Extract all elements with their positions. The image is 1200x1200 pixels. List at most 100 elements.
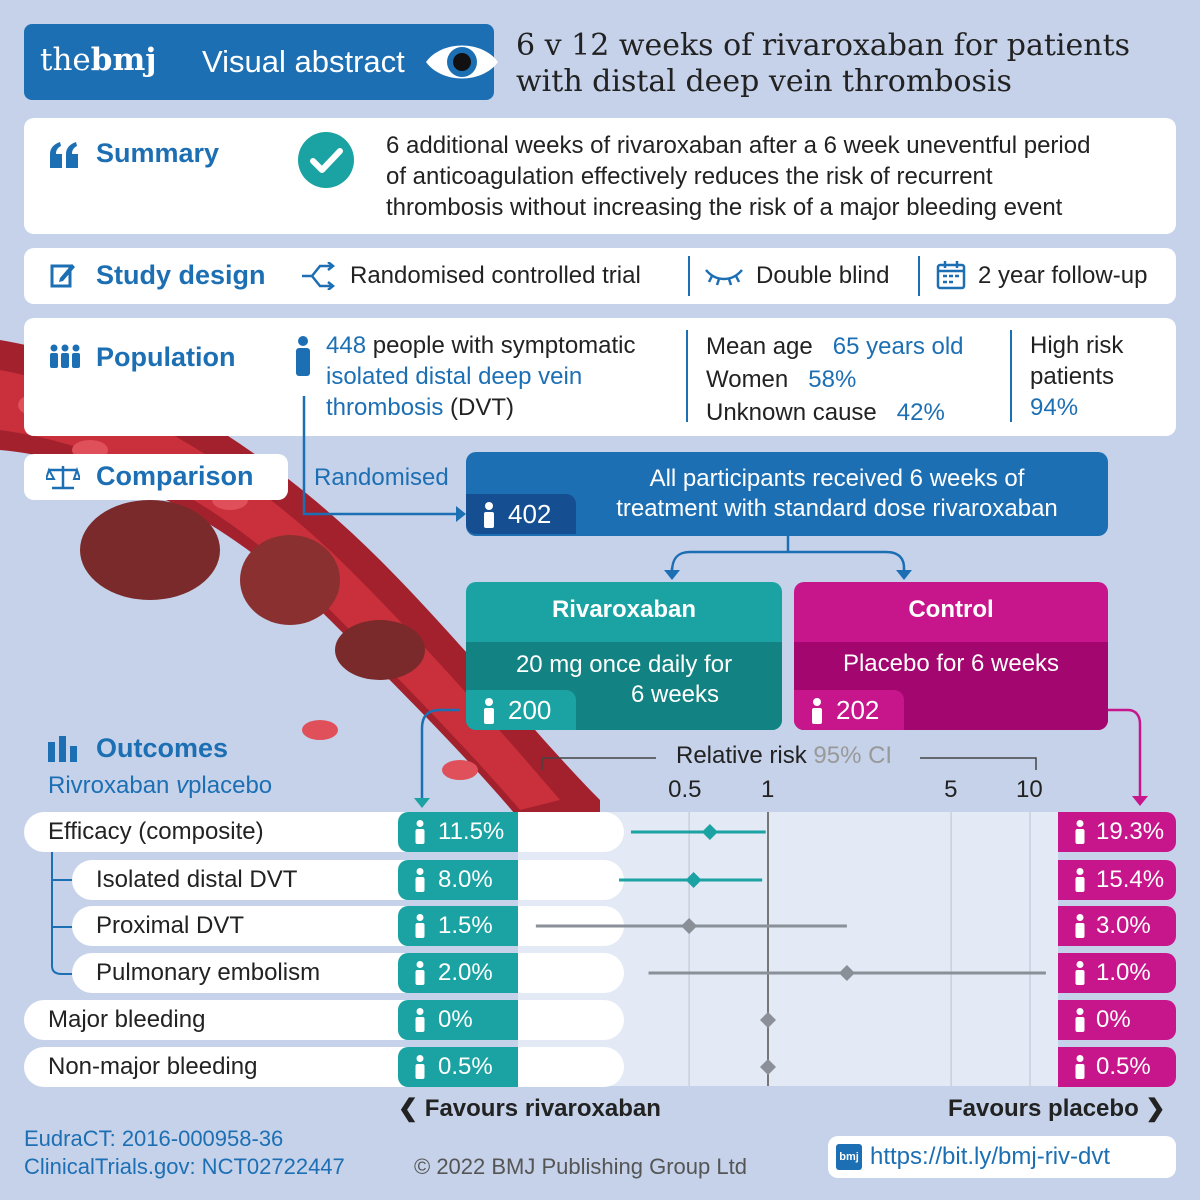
favours-placebo: Favours placebo ❯ [948, 1095, 1166, 1122]
rivaroxaban-rate: 2.0% [398, 953, 518, 993]
chevron-right-icon: ❯ [1145, 1095, 1166, 1122]
check-circle-icon [298, 132, 354, 188]
summary-label: Summary [96, 138, 220, 168]
rivaroxaban-rate: 11.5% [398, 812, 518, 852]
copyright: © 2022 BMJ Publishing Group Ltd [414, 1154, 747, 1179]
efficacy-subgroup-bracket [51, 852, 72, 975]
outcomes-label: Outcomes [96, 733, 229, 763]
person-icon [415, 868, 425, 892]
point-estimate-marker [760, 1012, 776, 1028]
point-estimate-marker [681, 918, 698, 934]
summary-card: Summary 6 additional weeks of rivaroxaba… [24, 118, 1176, 234]
outcome-row [24, 1000, 624, 1040]
person-icon [484, 698, 494, 724]
outcome-row [24, 812, 624, 852]
rivaroxaban-rate: 8.0% [398, 860, 518, 900]
outcome-label: Major bleeding [48, 1006, 206, 1033]
person-icon [1075, 820, 1085, 844]
rivaroxaban-dose: 20 mg once daily for 6 weeks [515, 651, 733, 708]
outcome-label: Efficacy (composite) [48, 818, 264, 845]
placebo-rate: 0% [1058, 1000, 1176, 1040]
comparison-label-card: Comparison [24, 454, 288, 500]
rivaroxaban-count: 200 [466, 690, 576, 730]
placebo-rate: 15.4% [1058, 860, 1176, 900]
page-title: 6 v 12 weeks of rivaroxaban for patients… [516, 28, 1131, 99]
outcome-row [72, 906, 624, 946]
study-design-rct: Randomised controlled trial [350, 262, 641, 289]
url-box[interactable]: bmj https://bit.ly/bmj-riv-dvt [828, 1136, 1176, 1178]
summary-text: 6 additional weeks of rivaroxaban after … [386, 132, 1091, 221]
brand-header: thebmj Visual abstract [24, 24, 498, 100]
study-design-followup: 2 year follow-up [978, 262, 1148, 289]
person-icon [1075, 1055, 1085, 1079]
people-icon [50, 344, 80, 368]
axis-tick-label: 5 [944, 776, 958, 803]
rivaroxaban-title: Rivaroxaban [551, 596, 697, 623]
outcome-label: Pulmonary embolism [96, 959, 321, 986]
axis-title: Relative risk 95% CI [676, 742, 893, 769]
person-icon [296, 336, 310, 376]
control-dose: Placebo for 6 weeks [842, 650, 1060, 677]
bmj-logo: thebmj [40, 42, 157, 78]
point-estimate-marker [760, 1059, 776, 1075]
favours-rivaroxaban: ❮ Favours rivaroxaban [398, 1095, 661, 1122]
chevron-left-icon: ❮ [398, 1095, 419, 1122]
calendar-icon [936, 261, 966, 290]
person-icon [415, 961, 425, 985]
placebo-rate: 19.3% [1058, 812, 1176, 852]
outcome-row [72, 860, 624, 900]
axis-tick-label: 1 [761, 776, 775, 803]
person-icon [415, 820, 425, 844]
all-participants-text: All participants received 6 weeks of tre… [616, 465, 1058, 522]
person-icon [1075, 961, 1085, 985]
pencil-icon [50, 264, 75, 288]
outcome-row [24, 1047, 624, 1087]
person-icon [812, 698, 822, 724]
randomised-label: Randomised [314, 464, 449, 491]
person-icon [415, 1055, 425, 1079]
divider [686, 330, 688, 422]
axis-tick-label: 10 [1016, 776, 1043, 803]
person-icon [1075, 1008, 1085, 1032]
bar-chart-icon [48, 736, 77, 762]
point-estimate-marker [685, 872, 702, 888]
high-risk-stats: High risk patients 94% [1030, 332, 1124, 421]
person-icon [415, 914, 425, 938]
visual-abstract-label: Visual abstract [202, 44, 405, 79]
randomise-icon [302, 262, 336, 290]
point-estimate-marker [701, 824, 718, 840]
study-design-card: Study design Randomised controlled trial… [24, 248, 1176, 304]
population-description: 448 people with symptomatic isolated dis… [326, 332, 636, 421]
eudract-id: EudraCT: 2016-000958-36 [24, 1126, 284, 1151]
eye-icon [426, 45, 498, 79]
placebo-rate: 0.5% [1058, 1047, 1176, 1087]
control-count: 202 [794, 690, 904, 730]
scales-icon [46, 466, 80, 490]
population-label: Population [96, 342, 236, 372]
outcome-label: Non-major bleeding [48, 1053, 258, 1080]
person-icon [484, 502, 494, 528]
control-title: Control [908, 596, 994, 623]
person-icon [1075, 868, 1085, 892]
rivaroxaban-rate: 0% [398, 1000, 518, 1040]
axis-bracket [541, 757, 1037, 770]
population-count: 448 [326, 332, 367, 359]
quote-icon [50, 142, 78, 168]
placebo-rate: 3.0% [1058, 906, 1176, 946]
comparison-label: Comparison [96, 461, 254, 491]
person-icon [415, 1008, 425, 1032]
url-link[interactable]: https://bit.ly/bmj-riv-dvt [870, 1143, 1111, 1170]
point-estimate-marker [838, 965, 855, 981]
placebo-rate: 1.0% [1058, 953, 1176, 993]
outcomes-subtitle: Rivroxaban vplacebo [48, 772, 273, 799]
population-card: Population 448 people with symptomatic i… [24, 318, 1176, 436]
study-design-blind: Double blind [756, 262, 890, 289]
forest-plot-area [518, 812, 1058, 1086]
divider [1010, 330, 1012, 422]
divider [918, 256, 920, 296]
study-design-label: Study design [96, 260, 266, 290]
all-participants-count: 402 [466, 494, 576, 534]
person-icon [1075, 914, 1085, 938]
outcome-row [72, 953, 624, 993]
